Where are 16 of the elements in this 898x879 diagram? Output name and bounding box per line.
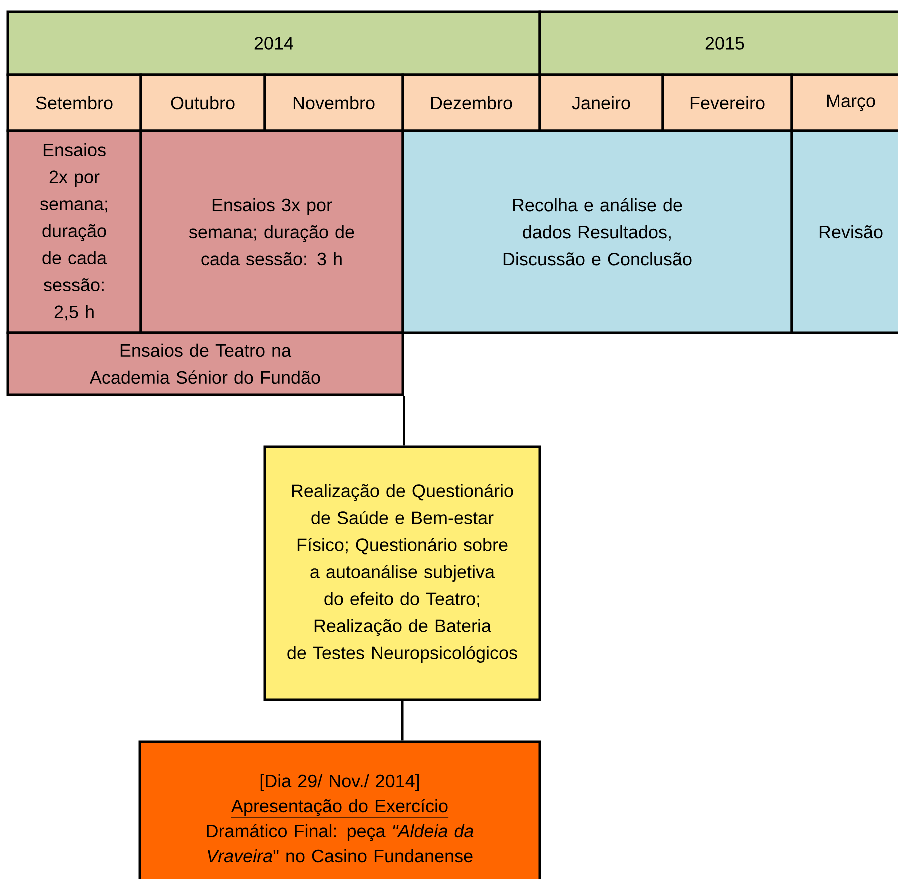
event-box: [Dia 29/ Nov./ 2014] Apresentação do Exercício Dramático Final: peça "Aldeia da Vraveira" no Casino Fundanense <box>138 740 542 879</box>
month-cell: Dezembro <box>402 74 542 132</box>
activity-cell: Ensaios 2x por semana; duração de cada sessão: 2,5 h <box>6 130 142 334</box>
activity-box: Ensaios de Teatro na Academia Sénior do Fundão <box>6 332 404 396</box>
year-cell: 2014 <box>6 10 542 76</box>
task-box: Realização de Questionário de Saúde e Bem-estar Físico; Questionário sobre a autoanálise subjetiva do efeito do Teatro; Realização de Bateria de Testes Neuropsicológicos <box>264 446 542 702</box>
connector-line <box>403 396 406 446</box>
month-cell: Janeiro <box>538 74 664 132</box>
year-cell: 2015 <box>538 10 898 76</box>
month-cell: Março <box>790 74 898 132</box>
activity-cell: Revisão <box>790 130 898 334</box>
month-cell: Outubro <box>140 74 266 132</box>
month-cell: Setembro <box>6 74 142 132</box>
connector-line <box>401 701 404 741</box>
month-cell: Fevereiro <box>662 74 794 132</box>
month-cell: Novembro <box>264 74 404 132</box>
